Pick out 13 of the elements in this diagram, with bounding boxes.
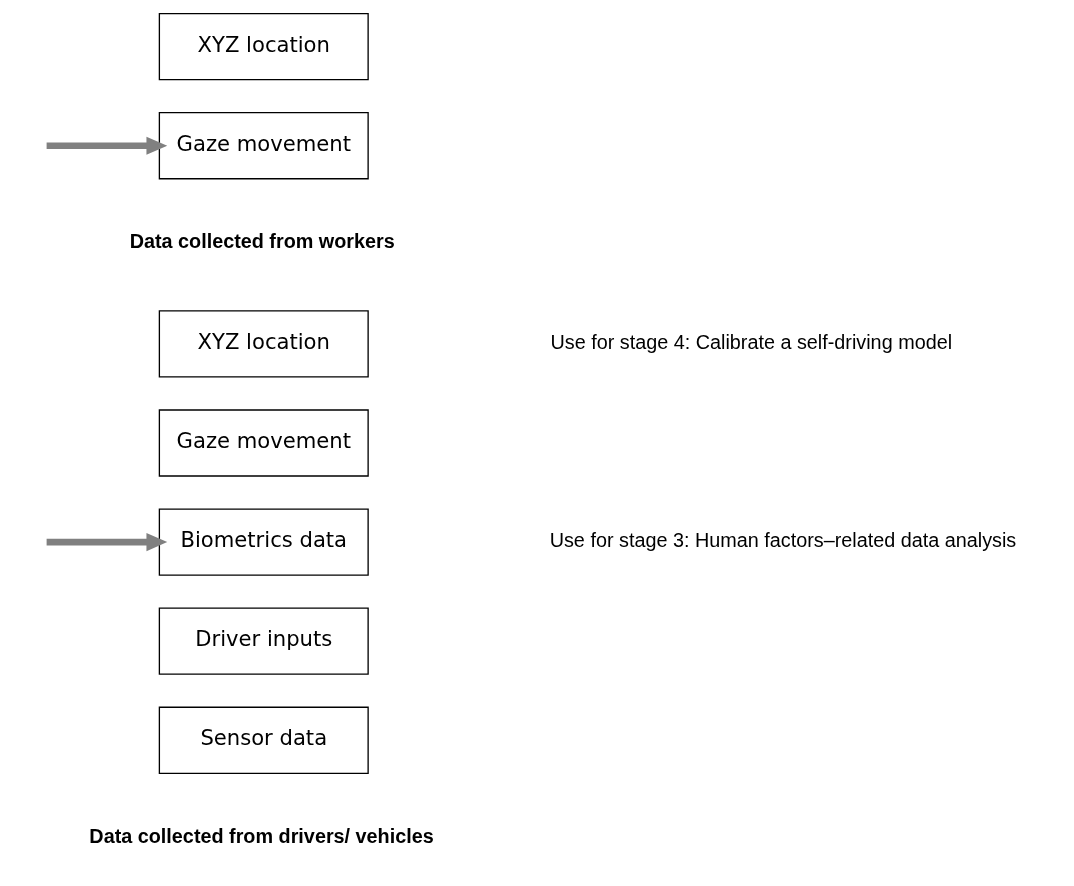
arrow	[46, 533, 168, 552]
label: Data collected from workers	[129, 230, 395, 253]
node-box: XYZ location	[158, 12, 369, 81]
node-box: Driver inputs	[158, 607, 369, 675]
label: Use for stage 3: Human factors–related data analysis	[549, 528, 1017, 551]
node-box: XYZ location	[158, 310, 369, 378]
label: Use for stage 4: Calibrate a self-driving model	[550, 330, 953, 353]
node-box: Sensor data	[158, 706, 369, 774]
arrow	[46, 136, 168, 155]
node-box: Biometrics data	[158, 508, 369, 576]
label: Data collected from drivers/ vehicles	[89, 824, 434, 847]
node-box: Gaze movement	[158, 112, 369, 180]
node-box: Gaze movement	[158, 409, 369, 477]
